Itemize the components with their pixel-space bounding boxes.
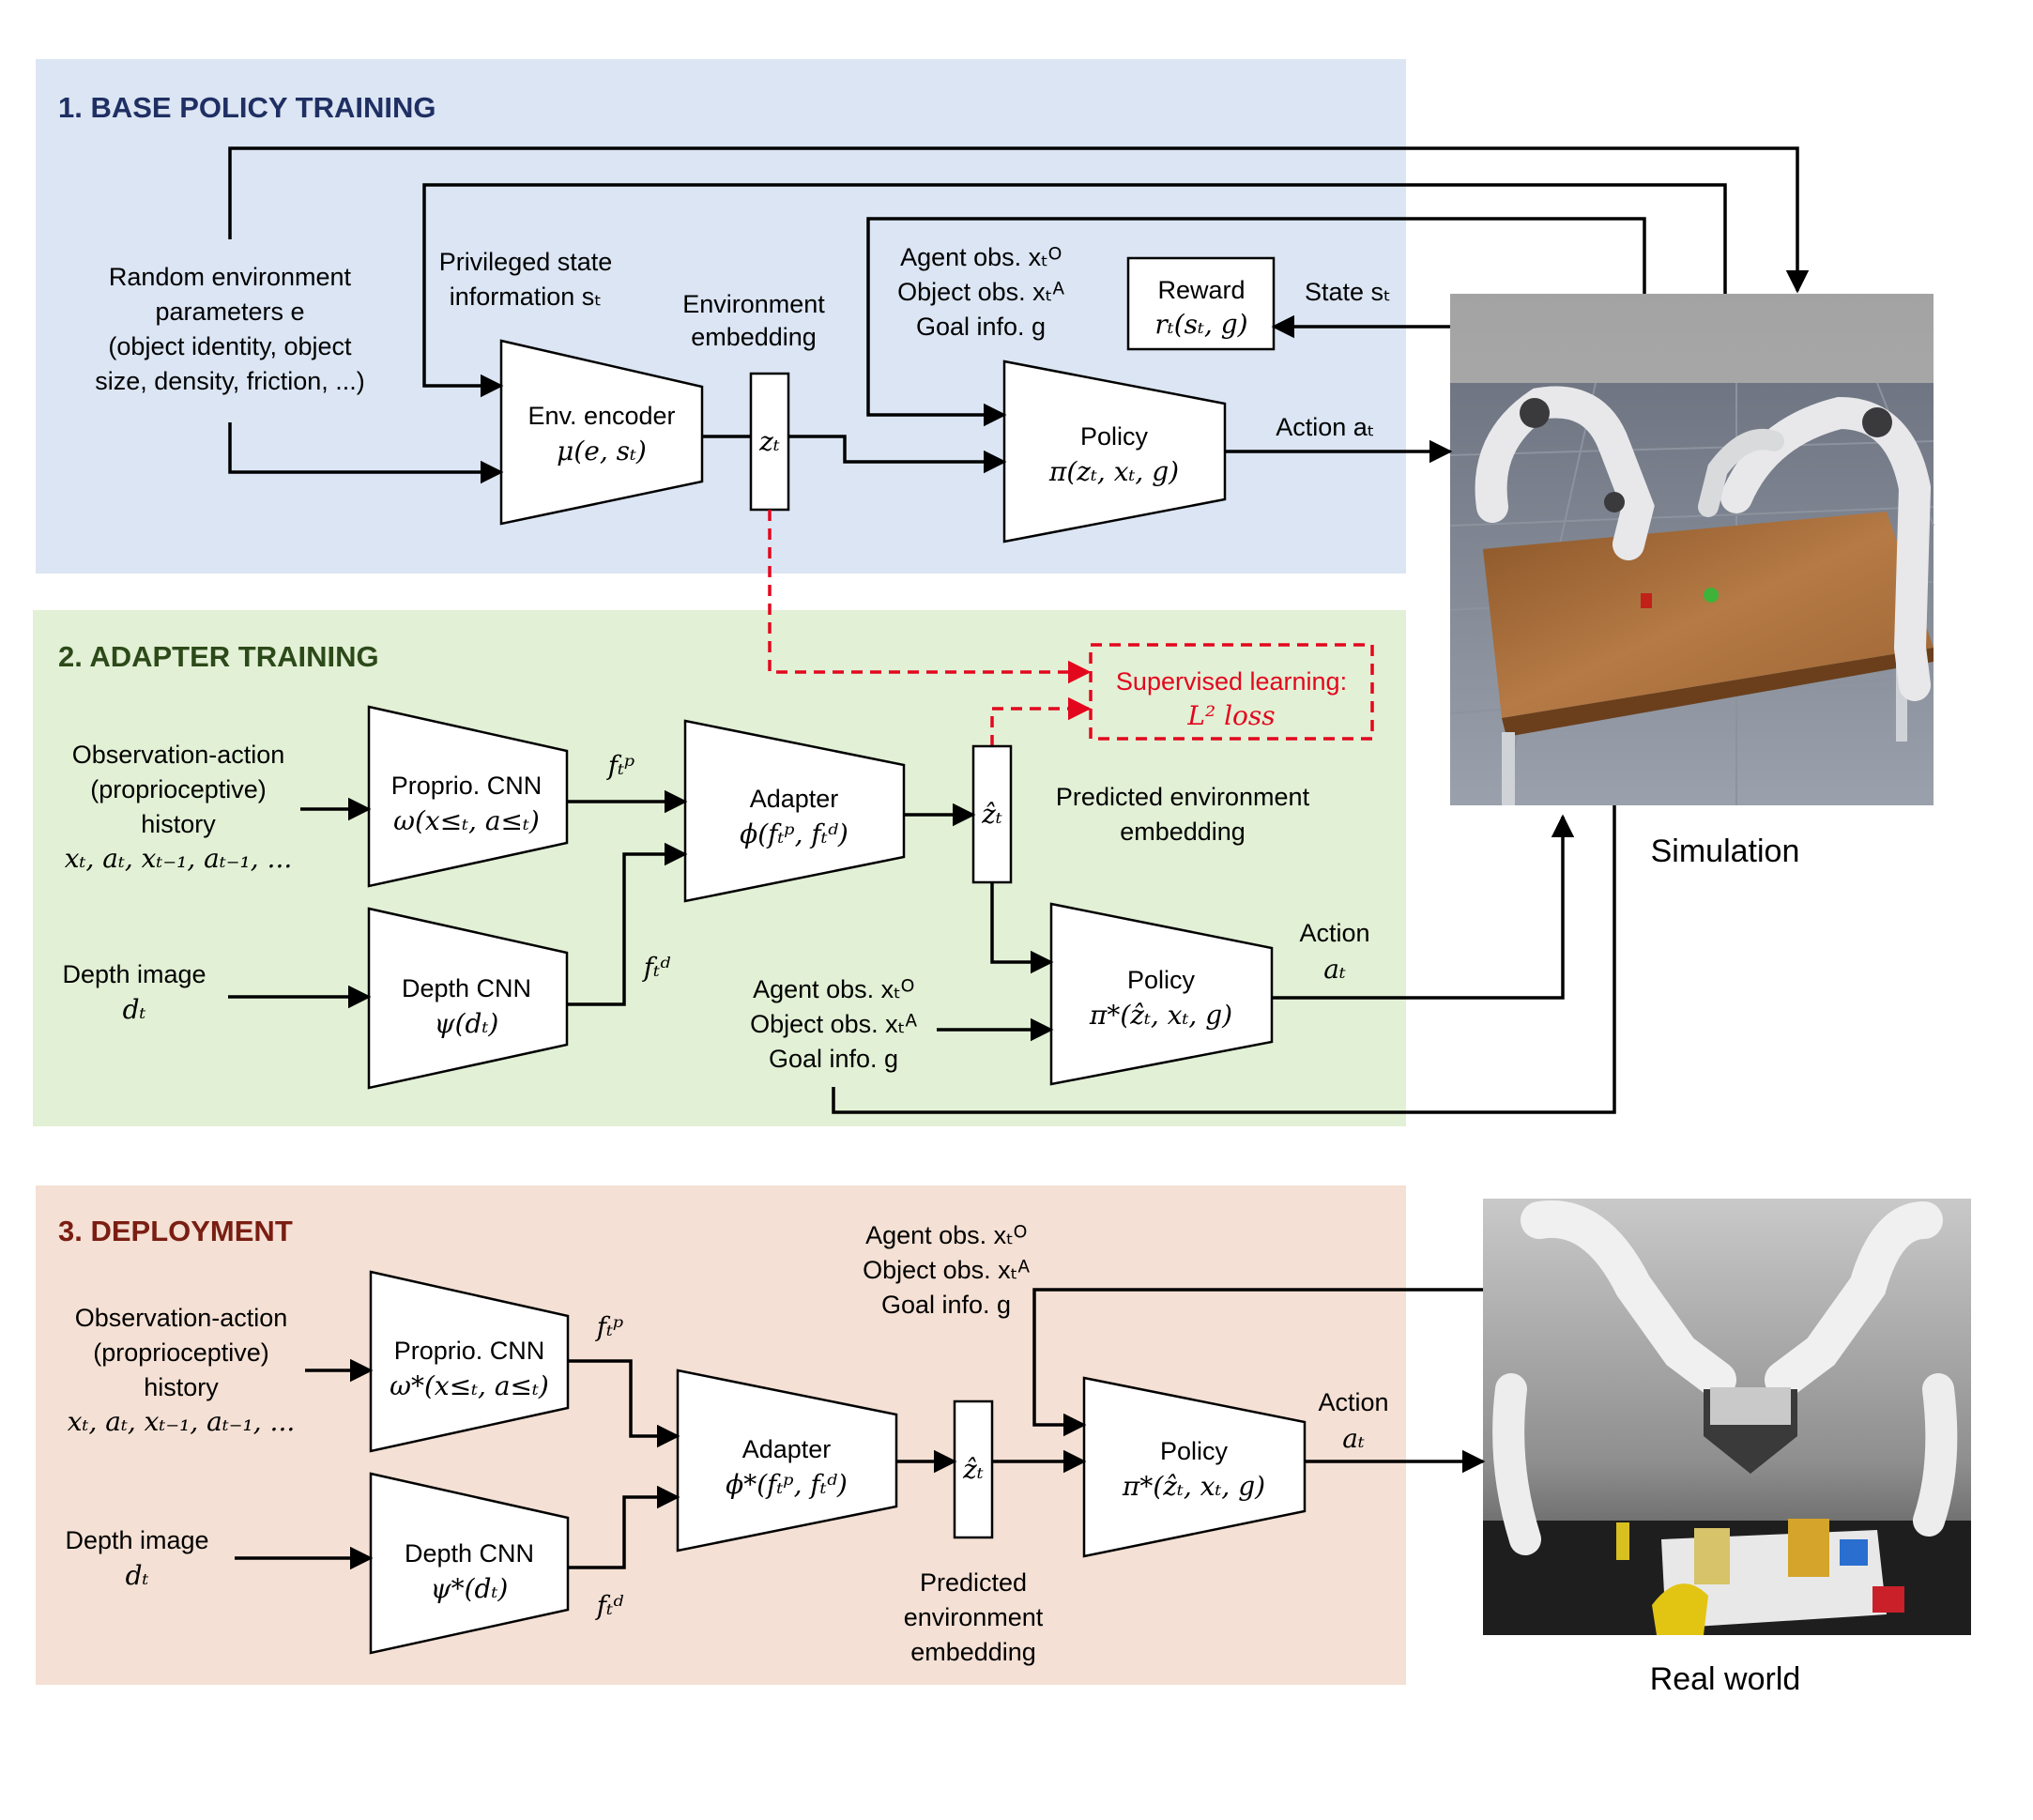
- z-embedding-box: [749, 372, 790, 512]
- adapter-obs-line-1: Agent obs. xₜᴼ: [753, 975, 914, 1003]
- adapter-history-line-4: xₜ, aₜ, xₜ₋₁, aₜ₋₁, ...: [65, 843, 293, 874]
- zhat-adapter-label: ẑₜ: [981, 799, 1002, 830]
- adapter-obs-line-3: Goal info. g: [769, 1045, 898, 1073]
- policy-base-formula: π(zₜ, xₜ, g): [1048, 456, 1179, 487]
- privileged-line-2: information sₜ: [450, 283, 603, 311]
- privileged-line-1: Privileged state: [439, 248, 613, 276]
- depth-cnn-block: [367, 907, 569, 1090]
- deploy-history-line-1: Observation-action: [75, 1304, 288, 1332]
- section-adapter-title: 2. ADAPTER TRAINING: [58, 640, 379, 673]
- random-env-line-2: parameters e: [155, 298, 304, 326]
- deploy-obs-line-3: Goal info. g: [881, 1291, 1011, 1319]
- deploy-adapter-formula: ϕ*(fₜᵖ, fₜᵈ): [726, 1469, 848, 1500]
- deploy-depth-image-line-1: Depth image: [65, 1526, 208, 1554]
- deploy-depth-formula: ψ*(dₜ): [431, 1573, 509, 1604]
- random-env-line-1: Random environment: [109, 263, 352, 291]
- base-obs-line-3: Goal info. g: [916, 313, 1046, 341]
- real-world-caption: Real world: [1650, 1661, 1801, 1697]
- policy-adapter-name: Policy: [1127, 966, 1196, 994]
- reward-name: Reward: [1157, 276, 1245, 304]
- supervised-line-1: Supervised learning:: [1116, 667, 1347, 696]
- deploy-predicted-line-1: Predicted: [920, 1568, 1027, 1597]
- deploy-adapter-name: Adapter: [742, 1435, 832, 1463]
- z-embedding-label: zₜ: [758, 426, 780, 457]
- random-env-line-4: size, density, friction, ...): [95, 367, 365, 395]
- deploy-proprio-name: Proprio. CNN: [394, 1337, 545, 1365]
- deploy-policy-formula: π*(ẑₜ, xₜ, g): [1122, 1471, 1265, 1502]
- deploy-proprio-formula: ω*(x≤ₜ, a≤ₜ): [390, 1370, 549, 1401]
- env-encoder-formula: μ(e, sₜ): [557, 436, 647, 466]
- adapter-depth-image-line-1: Depth image: [62, 960, 206, 988]
- section-base-title: 1. BASE POLICY TRAINING: [58, 91, 436, 124]
- adapter-predicted-line-2: embedding: [1120, 818, 1246, 846]
- deploy-action-line-1: Action: [1318, 1388, 1388, 1416]
- base-obs-line-1: Agent obs. xₜᴼ: [900, 243, 1062, 271]
- deploy-fd-label: fₜᵈ: [595, 1590, 624, 1621]
- env-embedding-line-2: embedding: [691, 323, 817, 351]
- adapter-obs-line-2: Object obs. xₜᴬ: [750, 1010, 918, 1038]
- adapter-depth-name: Depth CNN: [402, 974, 531, 1002]
- base-obs-line-2: Object obs. xₜᴬ: [897, 278, 1065, 306]
- adapter-formula: ϕ(fₜᵖ, fₜᵈ): [740, 818, 848, 849]
- adapter-proprio-name: Proprio. CNN: [391, 772, 543, 800]
- deploy-depth-image-line-2: dₜ: [126, 1560, 149, 1591]
- deploy-proprio-cnn-block: [369, 1270, 570, 1453]
- adapter-fd-label: fₜᵈ: [642, 952, 671, 983]
- deploy-depth-name: Depth CNN: [405, 1539, 534, 1568]
- adapter-action-line-2: aₜ: [1323, 954, 1346, 985]
- reward-formula: rₜ(sₜ, g): [1154, 309, 1247, 340]
- zhat-box-adapter: [971, 744, 1013, 884]
- deploy-depth-cnn-block: [369, 1472, 570, 1655]
- deploy-action-line-2: aₜ: [1342, 1423, 1365, 1454]
- state-label: State sₜ: [1305, 278, 1391, 306]
- deploy-policy-name: Policy: [1160, 1437, 1229, 1465]
- adapter-block: [683, 719, 906, 903]
- policy-block-base: [1002, 359, 1227, 543]
- section-deploy-title: 3. DEPLOYMENT: [58, 1215, 293, 1247]
- adapter-proprio-formula: ω(x≤ₜ, a≤ₜ): [393, 805, 540, 836]
- reward-box: [1126, 256, 1276, 351]
- adapter-predicted-line-1: Predicted environment: [1056, 783, 1310, 811]
- deploy-history-line-4: xₜ, aₜ, xₜ₋₁, aₜ₋₁, ...: [68, 1406, 296, 1437]
- adapter-depth-image-line-2: dₜ: [123, 994, 146, 1025]
- base-action-label: Action aₜ: [1276, 413, 1375, 441]
- adapter-history-line-2: (proprioceptive): [90, 775, 267, 803]
- simulation-caption: Simulation: [1651, 834, 1800, 869]
- deploy-history-line-3: history: [144, 1373, 219, 1401]
- env-encoder-name: Env. encoder: [527, 402, 675, 430]
- deploy-obs-line-1: Agent obs. xₜᴼ: [865, 1221, 1027, 1249]
- policy-base-name: Policy: [1080, 422, 1149, 451]
- deploy-predicted-line-3: embedding: [910, 1638, 1036, 1666]
- adapter-name: Adapter: [750, 785, 839, 813]
- deploy-history-line-2: (proprioceptive): [93, 1338, 269, 1367]
- random-env-line-3: (object identity, object: [108, 332, 352, 360]
- real-world-image: [1483, 1199, 1971, 1635]
- supervised-line-2: L² loss: [1186, 700, 1275, 731]
- adapter-depth-formula: ψ(dₜ): [435, 1008, 499, 1039]
- simulation-image: [1449, 294, 1934, 806]
- env-embedding-line-1: Environment: [682, 290, 825, 318]
- zhat-deploy-label: ẑₜ: [962, 1454, 984, 1485]
- policy-adapter-formula: π*(ẑₜ, xₜ, g): [1089, 1000, 1232, 1031]
- adapter-fp-label: fₜᵖ: [606, 750, 634, 781]
- deploy-obs-line-2: Object obs. xₜᴬ: [863, 1256, 1031, 1284]
- adapter-action-line-1: Action: [1299, 919, 1369, 947]
- proprio-cnn-block: [367, 705, 569, 888]
- adapter-history-line-1: Observation-action: [72, 741, 285, 769]
- deploy-predicted-line-2: environment: [904, 1603, 1044, 1631]
- deploy-policy-block: [1082, 1376, 1307, 1558]
- deploy-fp-label: fₜᵖ: [595, 1311, 623, 1342]
- adapter-history-line-3: history: [141, 810, 216, 838]
